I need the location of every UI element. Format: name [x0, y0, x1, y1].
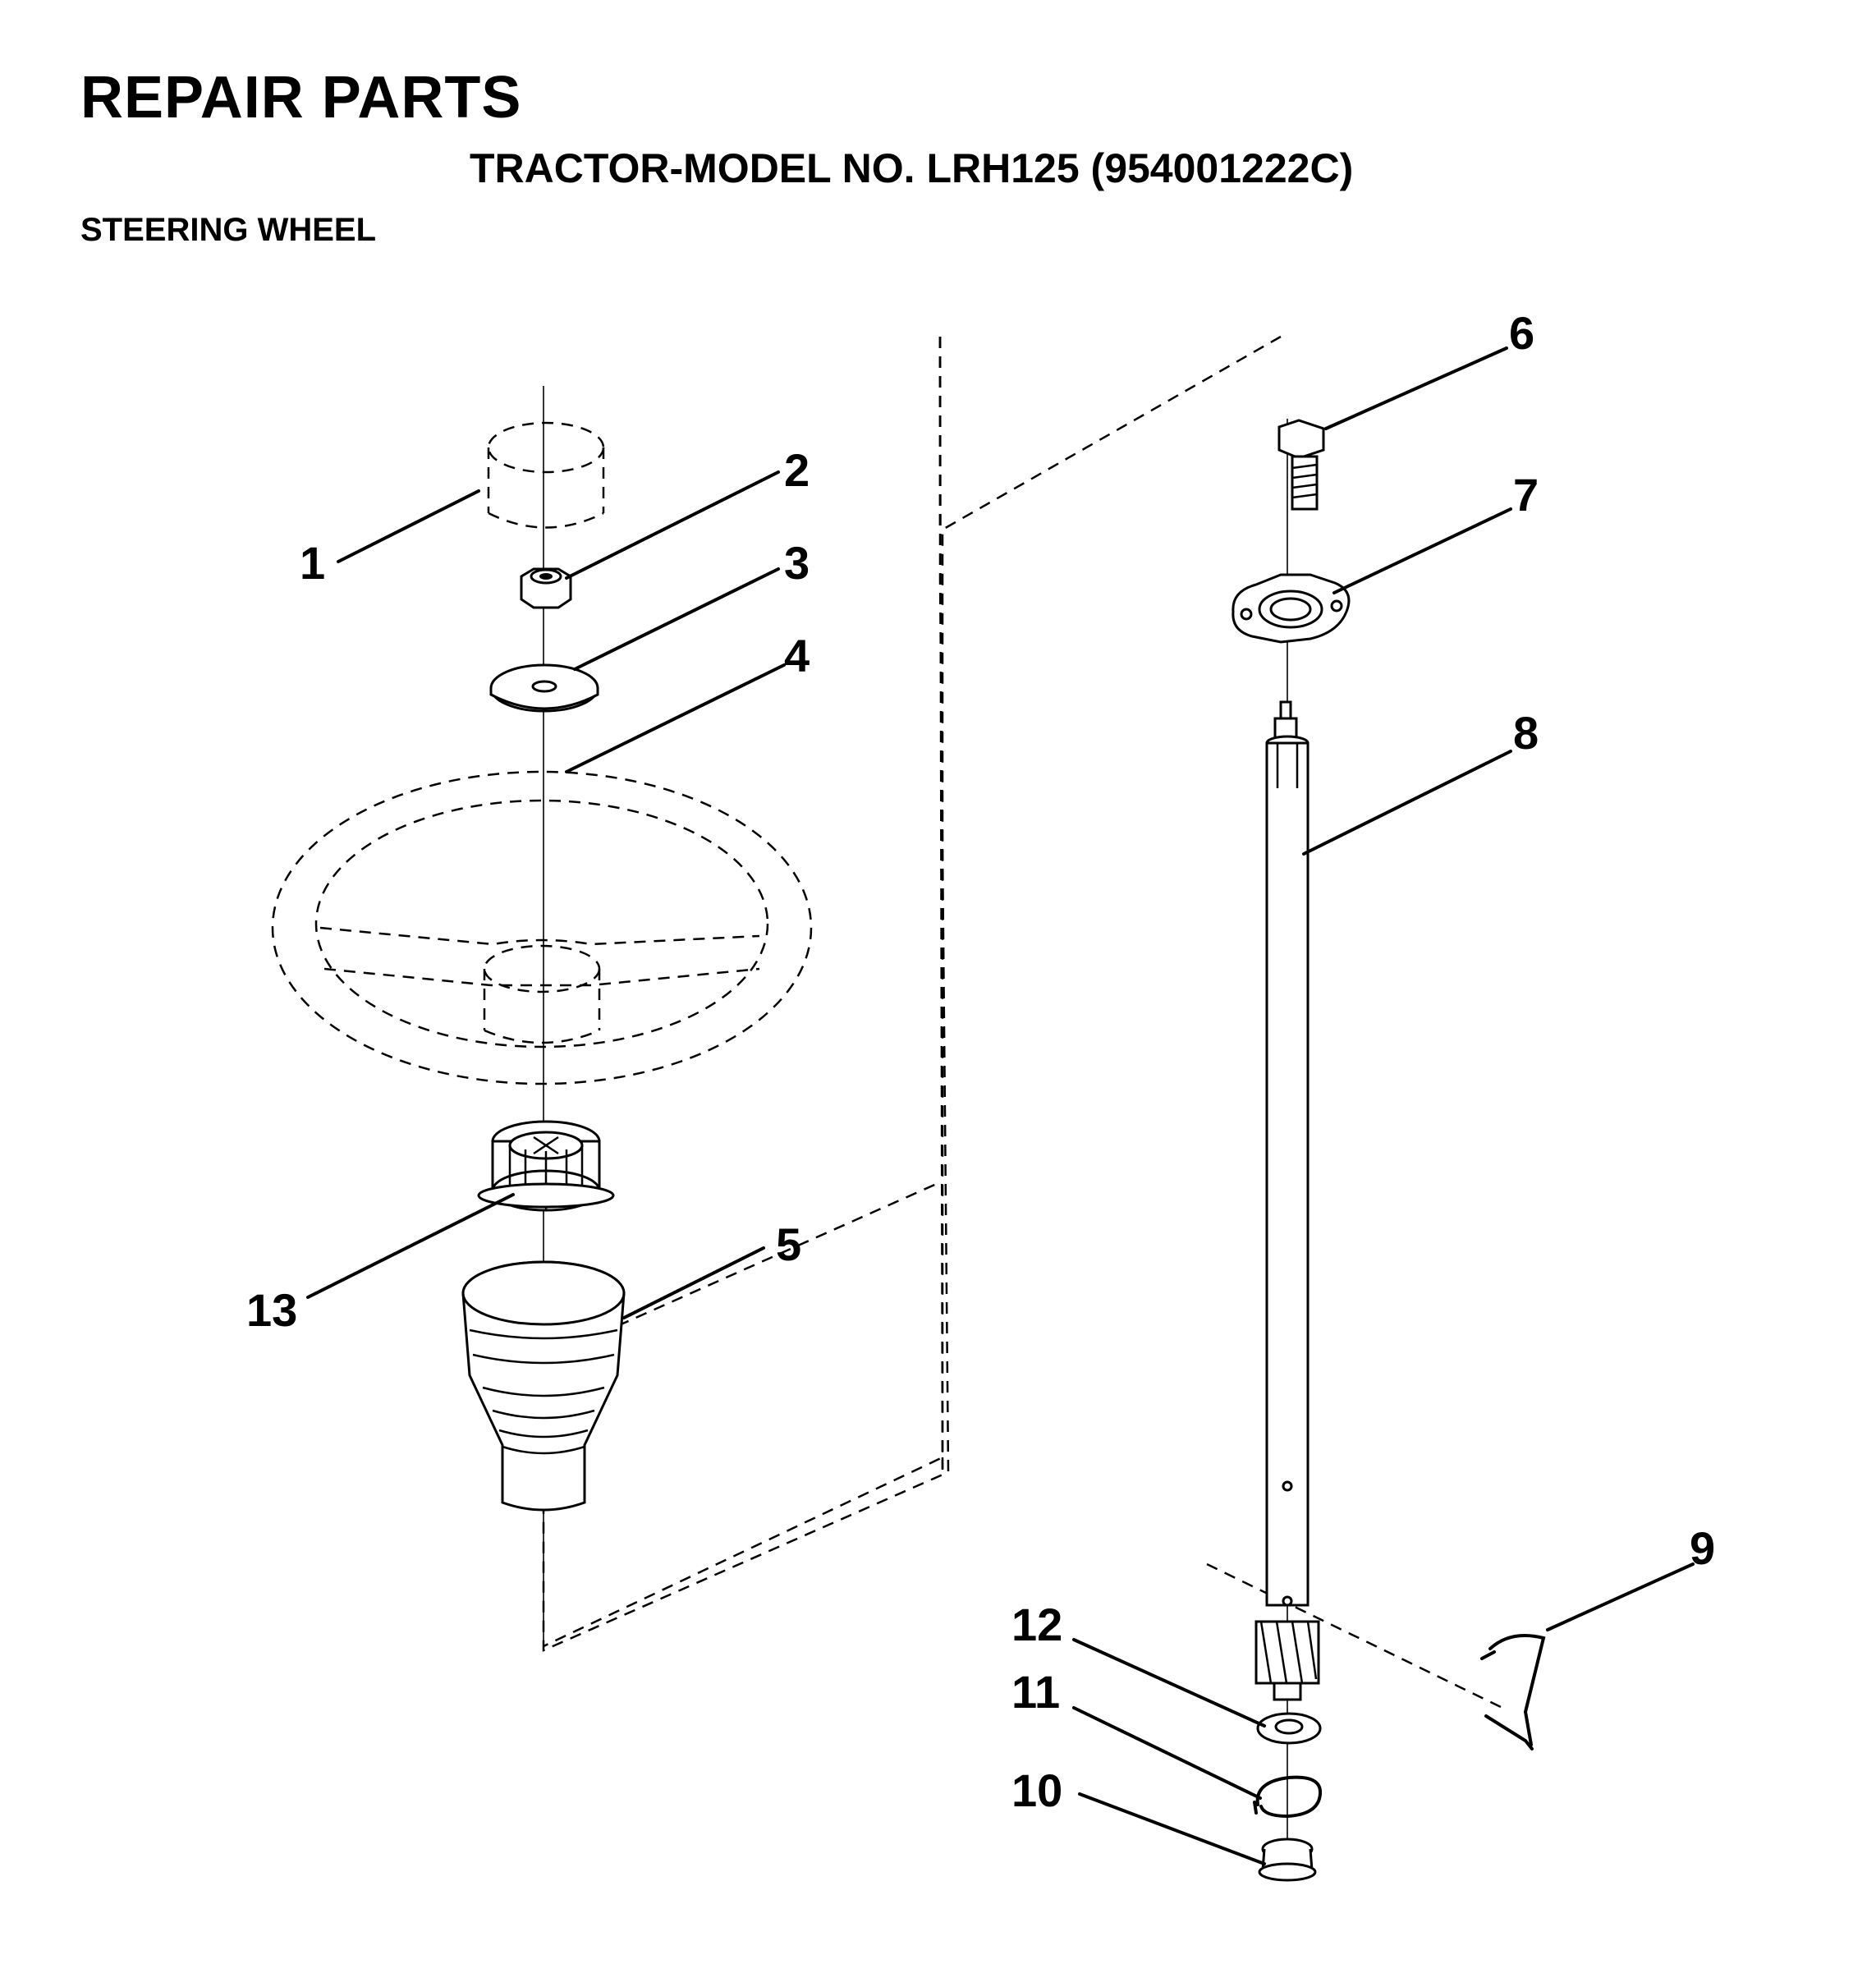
callout-7: 7 — [1513, 469, 1539, 521]
callout-4: 4 — [784, 630, 810, 681]
callout-3: 3 — [784, 537, 810, 589]
part-steering-shaft — [1265, 700, 1310, 1607]
part-cap — [487, 421, 605, 529]
part-adapter — [477, 1120, 615, 1212]
part-washer-small — [1256, 1712, 1322, 1745]
callout-8: 8 — [1513, 707, 1539, 759]
callout-11: 11 — [1011, 1666, 1060, 1718]
callout-12: 12 — [1011, 1599, 1062, 1650]
part-steering-wheel — [271, 770, 813, 1085]
leader-lines — [306, 346, 1695, 1865]
callout-5: 5 — [776, 1218, 801, 1270]
callout-6: 6 — [1509, 307, 1534, 359]
callout-numbers: 1 2 3 4 5 6 7 8 9 10 11 12 13 — [246, 307, 1715, 1816]
part-washer — [489, 663, 599, 713]
part-flange-bearing — [1232, 573, 1351, 644]
callout-13: 13 — [246, 1284, 297, 1336]
part-pinion-gear — [1254, 1620, 1320, 1701]
assembly-boundary — [542, 335, 1282, 1652]
part-bushing — [1258, 1838, 1317, 1882]
callout-2: 2 — [784, 444, 810, 496]
model-number: TRACTOR-MODEL NO. LRH125 (954001222C) — [470, 145, 1354, 191]
part-bolt — [1277, 419, 1325, 511]
part-boot — [461, 1260, 626, 1512]
section-title: STEERING WHEEL — [80, 212, 377, 248]
part-snap-ring — [1253, 1775, 1323, 1819]
part-nut — [520, 567, 572, 609]
part-clip — [1480, 1634, 1546, 1750]
callout-1: 1 — [300, 537, 325, 589]
gear-reference-line — [1206, 1562, 1503, 1709]
callout-9: 9 — [1690, 1522, 1715, 1574]
callout-10: 10 — [1011, 1764, 1062, 1816]
page-title: REPAIR PARTS — [80, 65, 522, 131]
